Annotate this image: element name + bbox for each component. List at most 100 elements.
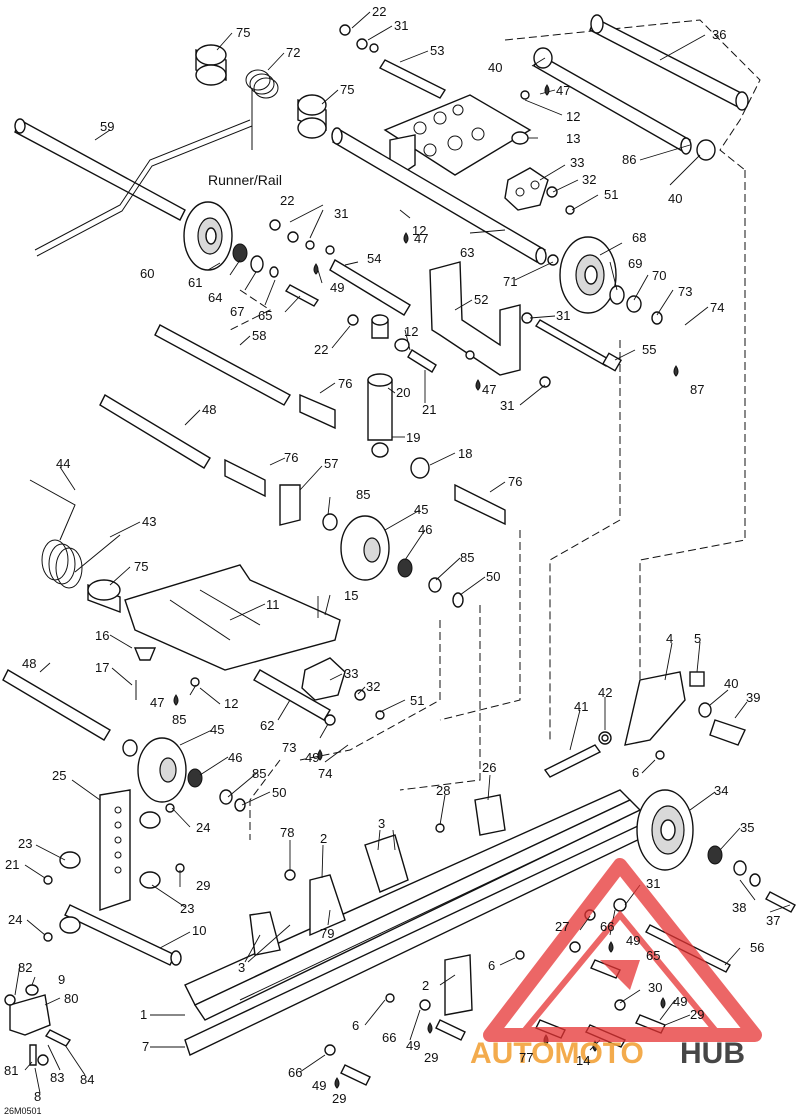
- callout-51: 51: [604, 187, 618, 202]
- callout-40: 40: [488, 60, 502, 75]
- callout-22: 22: [372, 4, 386, 19]
- callout-48: 48: [22, 656, 36, 671]
- callout-6: 6: [488, 958, 495, 973]
- callout-85: 85: [252, 766, 266, 781]
- callout-12: 12: [412, 223, 426, 238]
- callout-5: 5: [694, 631, 701, 646]
- watermark-brand-part1: AUTOMOTO: [470, 1037, 644, 1070]
- callout-6: 6: [352, 1018, 359, 1033]
- callout-66: 66: [600, 919, 614, 934]
- leader-lines: [14, 11, 791, 1094]
- callout-24: 24: [196, 820, 210, 835]
- callout-49: 49: [312, 1078, 326, 1093]
- callout-27: 27: [555, 919, 569, 934]
- callout-71: 71: [503, 274, 517, 289]
- callout-82: 82: [18, 960, 32, 975]
- callout-66: 66: [382, 1030, 396, 1045]
- callout-45: 45: [210, 722, 224, 737]
- callout-45: 45: [414, 502, 428, 517]
- callout-62: 62: [260, 718, 274, 733]
- callout-75: 75: [134, 559, 148, 574]
- callout-60: 60: [140, 266, 154, 281]
- callout-48: 48: [202, 402, 216, 417]
- callout-64: 64: [208, 290, 222, 305]
- callout-49: 49: [673, 994, 687, 1009]
- callout-33: 33: [344, 666, 358, 681]
- watermark-logo: [483, 858, 762, 1042]
- callout-76: 76: [284, 450, 298, 465]
- callout-22: 22: [314, 342, 328, 357]
- callout-83: 83: [50, 1070, 64, 1085]
- callout-78: 78: [280, 825, 294, 840]
- section-label: Runner/Rail: [208, 172, 282, 188]
- callout-66: 66: [288, 1065, 302, 1080]
- callout-39: 39: [746, 690, 760, 705]
- callout-18: 18: [458, 446, 472, 461]
- callout-76: 76: [338, 376, 352, 391]
- callout-34: 34: [714, 783, 728, 798]
- callout-42: 42: [598, 685, 612, 700]
- callout-26: 26: [482, 760, 496, 775]
- watermark-brand-part2: HUB: [680, 1037, 745, 1070]
- callout-32: 32: [366, 679, 380, 694]
- callout-8: 8: [34, 1089, 41, 1104]
- callout-43: 43: [142, 514, 156, 529]
- callout-85: 85: [460, 550, 474, 565]
- callout-24: 24: [8, 912, 22, 927]
- callout-47: 47: [556, 83, 570, 98]
- callout-2: 2: [320, 831, 327, 846]
- callout-labels: 22 31 53 75 72 75 36 40 47 12 13 33 32 5…: [4, 4, 780, 1106]
- callout-13: 13: [566, 131, 580, 146]
- callout-51: 51: [410, 693, 424, 708]
- callout-44: 44: [56, 456, 70, 471]
- callout-30: 30: [648, 980, 662, 995]
- drawing-code: 26M0501: [4, 1106, 42, 1116]
- callout-31: 31: [500, 398, 514, 413]
- callout-14: 14: [576, 1053, 590, 1068]
- callout-15: 15: [344, 588, 358, 603]
- callout-29: 29: [332, 1091, 346, 1106]
- callout-22: 22: [280, 193, 294, 208]
- callout-40: 40: [668, 191, 682, 206]
- callout-49: 49: [626, 933, 640, 948]
- callout-41: 41: [574, 699, 588, 714]
- callout-87: 87: [690, 382, 704, 397]
- callout-85: 85: [172, 712, 186, 727]
- callout-37: 37: [766, 913, 780, 928]
- callout-49: 49: [305, 750, 319, 765]
- callout-40: 40: [724, 676, 738, 691]
- callout-6: 6: [632, 765, 639, 780]
- callout-29: 29: [196, 878, 210, 893]
- callout-29: 29: [424, 1050, 438, 1065]
- callout-74: 74: [318, 766, 332, 781]
- callout-63: 63: [460, 245, 474, 260]
- callout-21: 21: [422, 402, 436, 417]
- callout-12: 12: [224, 696, 238, 711]
- callout-49: 49: [330, 280, 344, 295]
- callout-3: 3: [378, 816, 385, 831]
- callout-76: 76: [508, 474, 522, 489]
- callout-4: 4: [666, 631, 673, 646]
- callout-36: 36: [712, 27, 726, 42]
- callout-46: 46: [418, 522, 432, 537]
- callout-28: 28: [436, 783, 450, 798]
- callout-31: 31: [646, 876, 660, 891]
- callout-72: 72: [286, 45, 300, 60]
- callout-31: 31: [556, 308, 570, 323]
- callout-67: 67: [230, 304, 244, 319]
- callout-58: 58: [252, 328, 266, 343]
- callout-55: 55: [642, 342, 656, 357]
- callout-79: 79: [320, 926, 334, 941]
- callout-73: 73: [282, 740, 296, 755]
- callout-31: 31: [334, 206, 348, 221]
- callout-11: 11: [266, 597, 280, 612]
- callout-70: 70: [652, 268, 666, 283]
- callout-86: 86: [622, 152, 636, 167]
- callout-2: 2: [422, 978, 429, 993]
- callout-33: 33: [570, 155, 584, 170]
- callout-52: 52: [474, 292, 488, 307]
- callout-65: 65: [646, 948, 660, 963]
- callout-35: 35: [740, 820, 754, 835]
- callout-12: 12: [404, 324, 418, 339]
